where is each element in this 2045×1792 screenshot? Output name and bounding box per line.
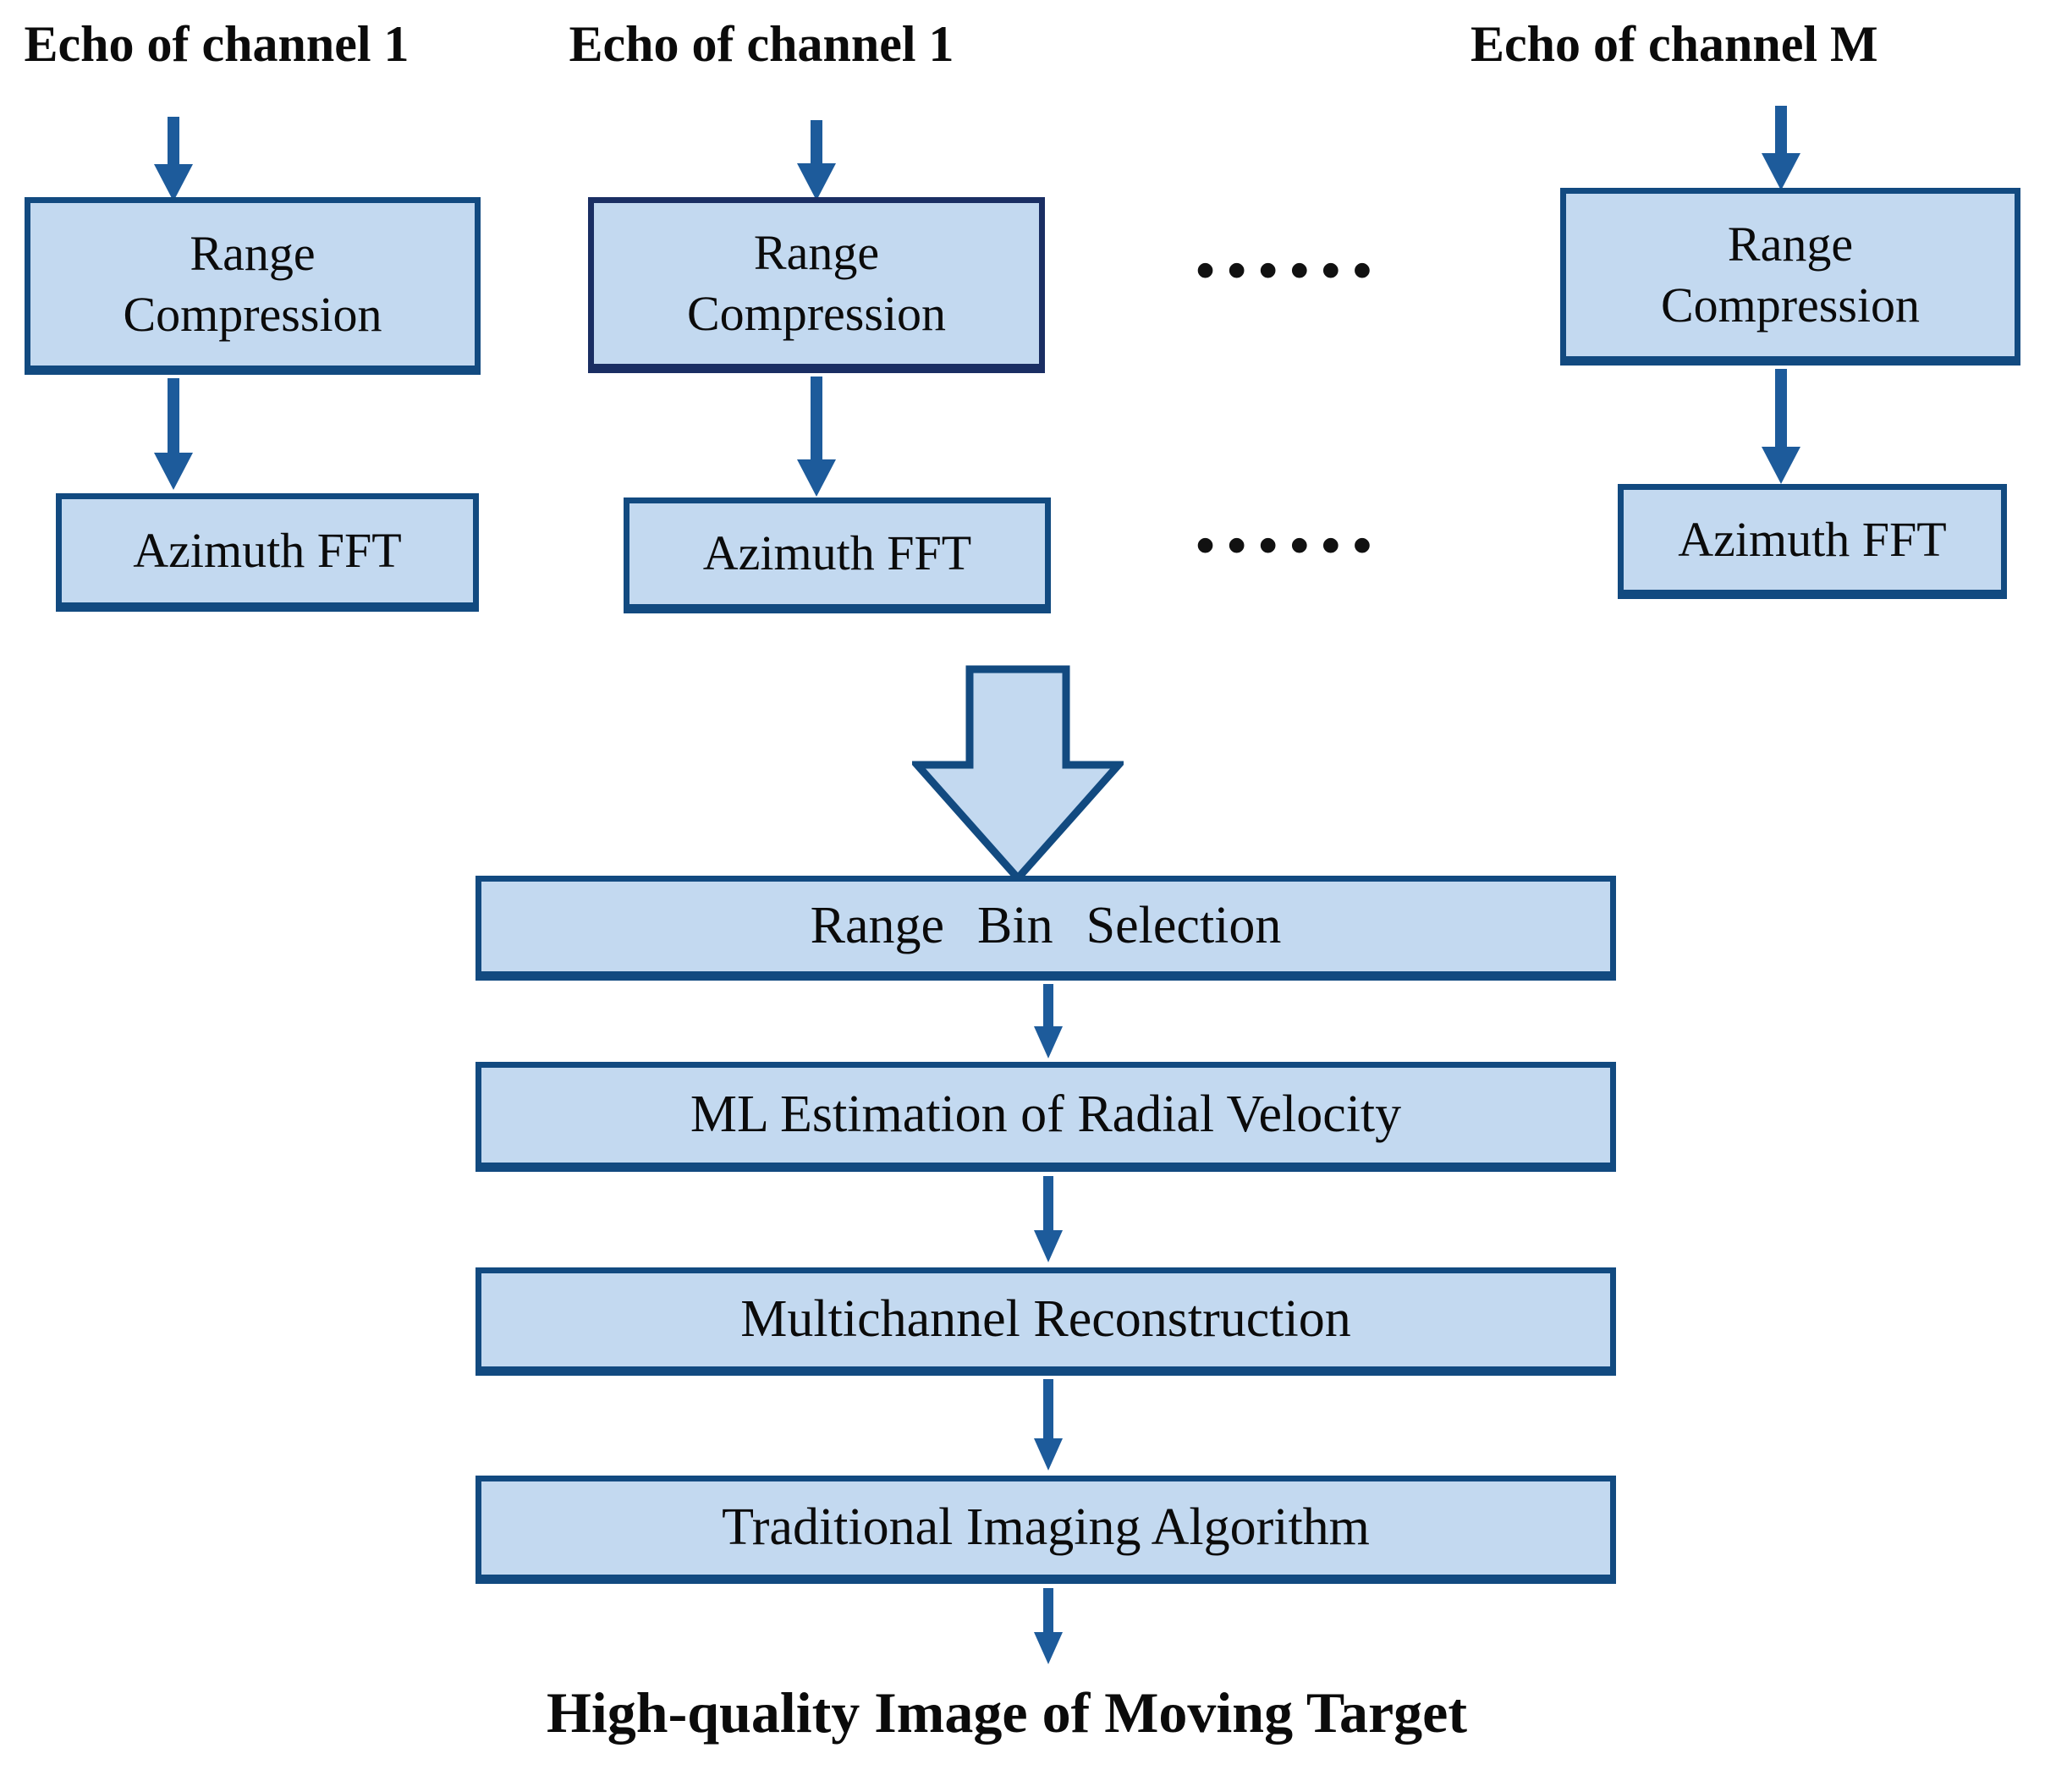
range-compression-box-3: Range Compression bbox=[1560, 188, 2020, 366]
arrow-shaft bbox=[811, 120, 822, 163]
pipeline-label: Range Bin Selection bbox=[810, 897, 1282, 955]
azimuth-fft-box-2: Azimuth FFT bbox=[624, 497, 1051, 613]
arrow-head bbox=[1034, 1026, 1063, 1058]
azimuth-fft-box-1: Azimuth FFT bbox=[56, 493, 479, 612]
echo-label-channel-m: Echo of channel M bbox=[1471, 16, 1878, 72]
pipeline-box-traditional-imaging-algorithm: Traditional Imaging Algorithm bbox=[476, 1476, 1616, 1584]
arrow-head bbox=[1762, 153, 1800, 190]
down-arrow-icon bbox=[1762, 106, 1800, 190]
down-arrow-icon bbox=[1029, 1379, 1068, 1470]
ellipsis-dots-top: ...... bbox=[1191, 202, 1380, 296]
pipeline-box-ml-estimation: ML Estimation of Radial Velocity bbox=[476, 1062, 1616, 1172]
pipeline-label: Traditional Imaging Algorithm bbox=[722, 1498, 1370, 1557]
arrow-shaft bbox=[1043, 984, 1053, 1026]
down-arrow-icon bbox=[797, 120, 836, 201]
ellipsis-dots-bottom: ...... bbox=[1191, 477, 1380, 571]
pipeline-box-range-bin-selection: Range Bin Selection bbox=[476, 876, 1616, 981]
arrow-shaft bbox=[811, 377, 822, 459]
range-compression-box-2: Range Compression bbox=[588, 197, 1045, 373]
pipeline-box-multichannel-reconstruction: Multichannel Reconstruction bbox=[476, 1267, 1616, 1376]
arrow-shaft bbox=[1043, 1379, 1053, 1438]
arrow-head bbox=[1034, 1230, 1063, 1262]
arrow-shaft bbox=[168, 378, 179, 453]
range-compression-label: Range Compression bbox=[123, 225, 382, 343]
arrow-shaft bbox=[1775, 369, 1787, 447]
pipeline-label: Multichannel Reconstruction bbox=[740, 1290, 1351, 1349]
down-arrow-icon bbox=[1762, 369, 1800, 484]
arrow-head bbox=[797, 163, 836, 201]
big-down-arrow-icon bbox=[912, 665, 1124, 884]
arrow-head bbox=[154, 164, 193, 201]
azimuth-fft-box-3: Azimuth FFT bbox=[1618, 484, 2007, 599]
output-label: High-quality Image of Moving Target bbox=[546, 1680, 1468, 1745]
down-arrow-icon bbox=[154, 378, 193, 490]
range-compression-label: Range Compression bbox=[686, 224, 947, 342]
azimuth-fft-label: Azimuth FFT bbox=[1678, 511, 1947, 567]
down-arrow-icon bbox=[1029, 1176, 1068, 1262]
arrow-head bbox=[1034, 1632, 1063, 1664]
down-arrow-icon bbox=[154, 117, 193, 201]
arrow-shaft bbox=[168, 117, 179, 164]
azimuth-fft-label: Azimuth FFT bbox=[702, 525, 972, 581]
arrow-head bbox=[154, 453, 193, 490]
down-arrow-icon bbox=[1029, 984, 1068, 1058]
azimuth-fft-label: Azimuth FFT bbox=[133, 522, 402, 578]
arrow-shaft bbox=[1775, 106, 1787, 153]
arrow-head bbox=[1034, 1438, 1063, 1470]
arrow-head bbox=[797, 459, 836, 497]
down-arrow-icon bbox=[1029, 1588, 1068, 1664]
pipeline-label: ML Estimation of Radial Velocity bbox=[690, 1086, 1402, 1144]
range-compression-box-1: Range Compression bbox=[25, 197, 481, 375]
arrow-head bbox=[1762, 447, 1800, 484]
down-arrow-icon bbox=[797, 377, 836, 497]
echo-label-channel-2: Echo of channel 1 bbox=[569, 16, 954, 72]
echo-label-channel-1: Echo of channel 1 bbox=[24, 16, 410, 72]
range-compression-label: Range Compression bbox=[1660, 216, 1921, 333]
arrow-shaft bbox=[1043, 1588, 1053, 1632]
arrow-shaft bbox=[1043, 1176, 1053, 1230]
